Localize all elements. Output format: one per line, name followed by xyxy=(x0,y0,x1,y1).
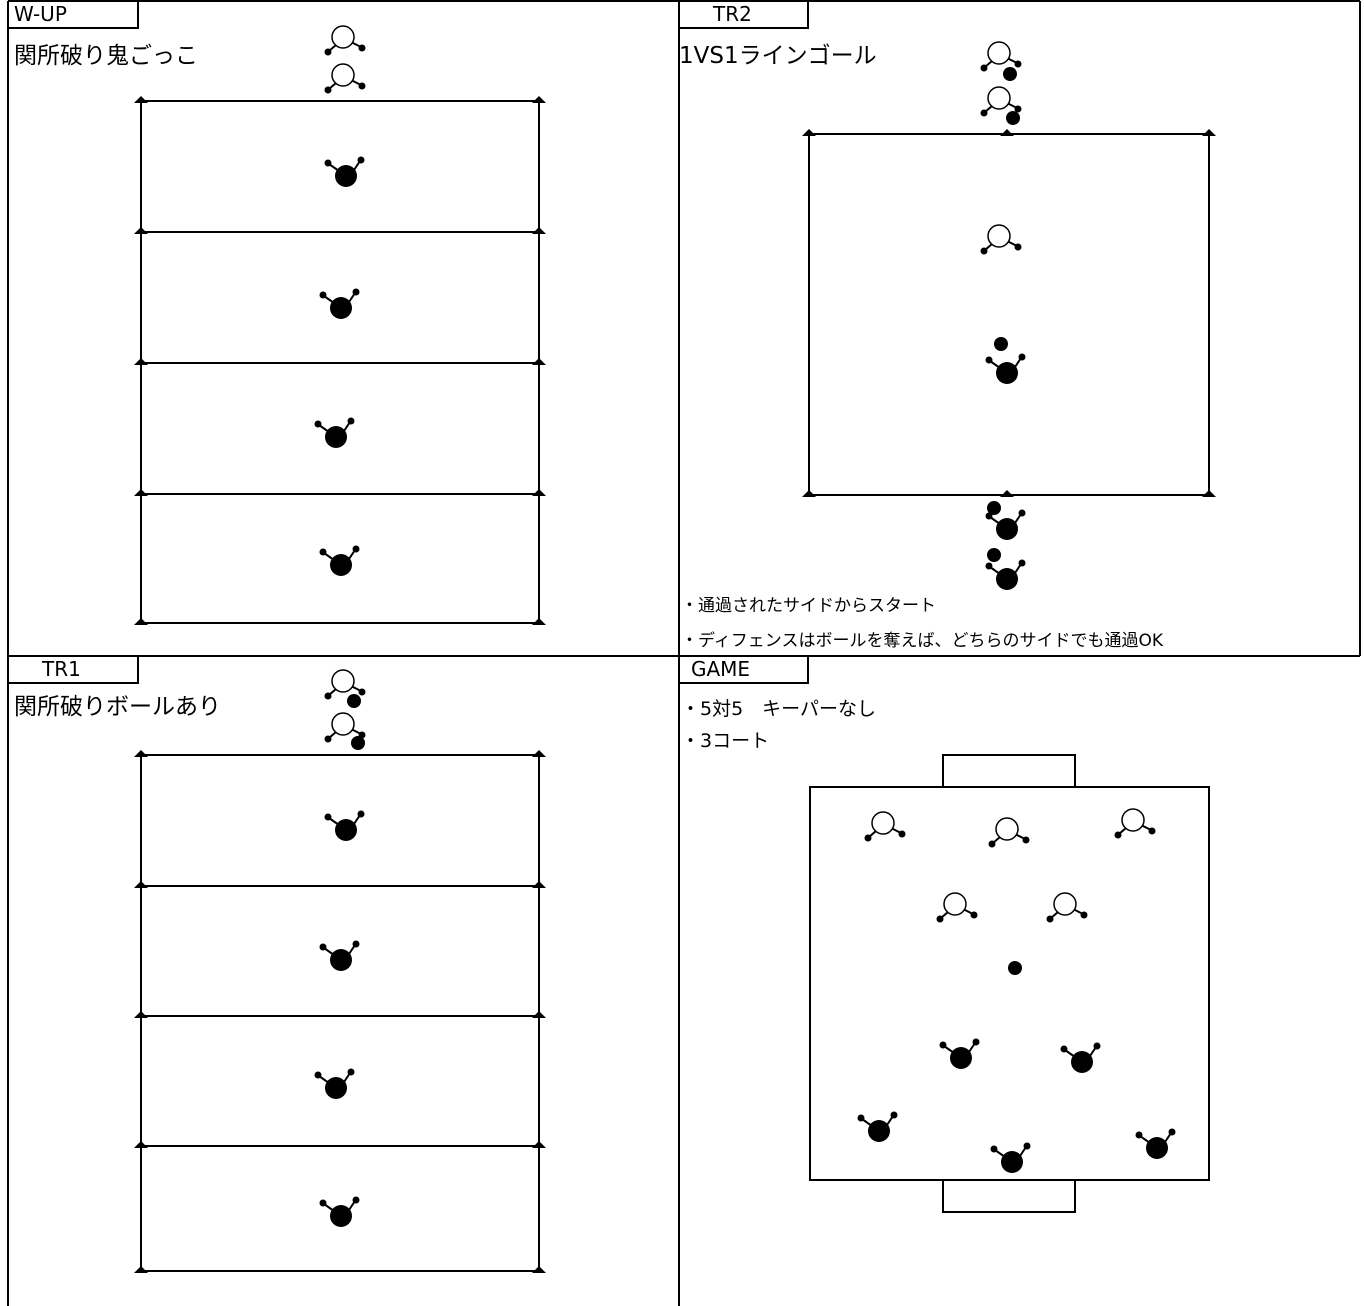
drill-note: ・通過されたサイドからスタート xyxy=(681,596,936,616)
cone-icon xyxy=(134,1011,148,1018)
pitch xyxy=(809,786,1210,1181)
drill-field-tr1 xyxy=(134,669,546,1273)
cone-icon xyxy=(532,1011,546,1018)
panel-wup: W-UP 関所破り鬼ごっこ xyxy=(8,1,679,656)
drill-title: 関所破り鬼ごっこ xyxy=(14,43,198,69)
attacker-player-icon xyxy=(324,25,366,56)
cone-icon xyxy=(532,489,546,496)
cone-icon xyxy=(532,358,546,365)
drill-note: ・3コート xyxy=(681,730,770,752)
ball-icon xyxy=(987,548,1001,562)
cone-icon xyxy=(532,227,546,234)
panel-tab-label: TR2 xyxy=(679,1,809,29)
defender-player-icon xyxy=(324,156,365,187)
attacker-player-icon xyxy=(980,224,1022,255)
goal-bottom xyxy=(942,1179,1076,1213)
defender-player-icon xyxy=(985,559,1026,590)
drill-field-wup xyxy=(134,25,546,625)
panel-game: GAME ・5対5 キーパーなし ・3コート xyxy=(679,656,1360,1306)
defender-player-icon xyxy=(857,1111,898,1142)
defender-player-icon xyxy=(324,810,365,841)
attacker-player-icon xyxy=(864,811,906,842)
cone-markers xyxy=(134,96,546,625)
ball-icon xyxy=(1003,67,1017,81)
cone-icon xyxy=(1000,490,1014,497)
attacker-player-icon xyxy=(324,63,366,94)
panel-tr1: TR1 関所破りボールあり xyxy=(8,656,679,1306)
square-grid xyxy=(808,133,1210,496)
ball-icon xyxy=(1008,961,1022,975)
drill-note: ・5対5 キーパーなし xyxy=(681,698,876,720)
cone-icon xyxy=(134,96,148,103)
panel-tab-label: GAME xyxy=(679,656,809,684)
drill-note: ・ディフェンスはボールを奪えば、どちらのサイドでも通過OK xyxy=(681,631,1163,651)
attacker-player-icon xyxy=(324,669,366,700)
attacker-player-icon xyxy=(980,41,1022,72)
attacker-player-icon xyxy=(1046,892,1088,923)
attacker-player-icon xyxy=(988,817,1030,848)
cone-icon xyxy=(134,1266,148,1273)
cone-icon xyxy=(532,750,546,757)
defender-player-icon xyxy=(314,417,355,448)
defender-player-icon xyxy=(319,1196,360,1227)
cone-markers xyxy=(134,750,546,1273)
ball-icon xyxy=(1006,111,1020,125)
drill-title: 1VS1ラインゴール xyxy=(679,43,877,69)
cone-icon xyxy=(532,881,546,888)
cone-icon xyxy=(1202,490,1216,497)
cone-markers xyxy=(802,129,1216,497)
drill-field-game xyxy=(809,754,1210,1213)
drill-title: 関所破りボールあり xyxy=(14,694,221,720)
cone-icon xyxy=(1202,129,1216,136)
attacker-player-icon xyxy=(936,892,978,923)
cone-icon xyxy=(532,1141,546,1148)
defender-player-icon xyxy=(1060,1042,1101,1073)
defender-player-icon xyxy=(319,288,360,319)
cone-icon xyxy=(532,96,546,103)
cone-icon xyxy=(134,750,148,757)
cone-icon xyxy=(1000,129,1014,136)
cone-icon xyxy=(802,490,816,497)
defender-player-icon xyxy=(985,353,1026,384)
attacker-player-icon xyxy=(980,86,1022,117)
defender-player-icon xyxy=(319,940,360,971)
defender-player-icon xyxy=(990,1142,1031,1173)
panel-tab-label: W-UP xyxy=(8,1,139,29)
defender-player-icon xyxy=(985,509,1026,540)
goal-top xyxy=(942,754,1076,788)
cone-icon xyxy=(134,358,148,365)
cone-icon xyxy=(532,1266,546,1273)
drill-field-tr2 xyxy=(802,41,1216,590)
cone-icon xyxy=(134,489,148,496)
defender-player-icon xyxy=(319,545,360,576)
ball-icon xyxy=(351,736,365,750)
cone-icon xyxy=(802,129,816,136)
cone-icon xyxy=(134,227,148,234)
cone-icon xyxy=(134,881,148,888)
cone-icon xyxy=(532,618,546,625)
panel-tab-label: TR1 xyxy=(8,656,139,684)
defender-player-icon xyxy=(939,1038,980,1069)
cone-icon xyxy=(134,618,148,625)
attacker-player-icon xyxy=(1114,808,1156,839)
ball-icon xyxy=(994,337,1008,351)
defender-player-icon xyxy=(1135,1128,1176,1159)
ball-icon xyxy=(347,694,361,708)
cone-icon xyxy=(134,1141,148,1148)
defender-player-icon xyxy=(314,1068,355,1099)
attacker-player-icon xyxy=(324,712,366,743)
ball-icon xyxy=(987,501,1001,515)
panel-tr2: TR2 1VS1ラインゴール ・通過されたサイドからスタート ・ディフェンスはボ… xyxy=(679,1,1360,656)
